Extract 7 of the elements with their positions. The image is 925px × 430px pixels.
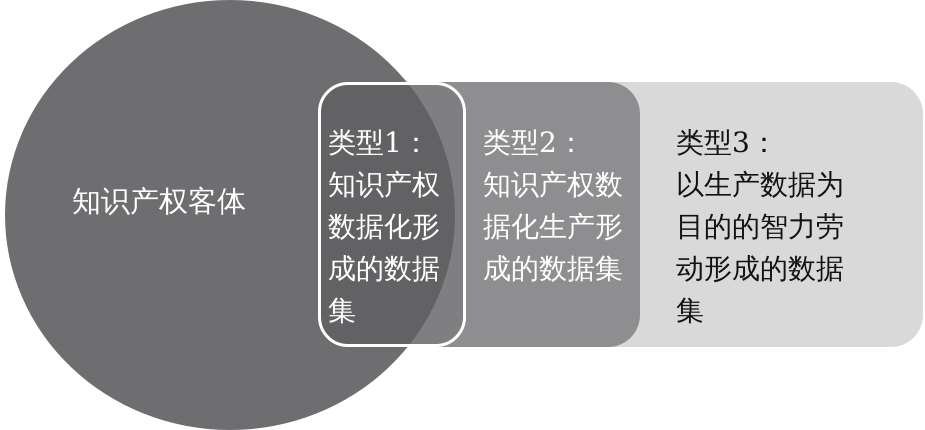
type-description: 知识产权数据化形成的数据集 bbox=[328, 167, 441, 329]
type-heading: 类型1： bbox=[328, 125, 431, 161]
type-description: 以生产数据为目的的智力劳动形成的数据集 bbox=[676, 167, 845, 329]
type-description: 知识产权数据化生产形成的数据集 bbox=[483, 167, 624, 287]
type-heading: 类型2： bbox=[483, 125, 586, 161]
type-heading: 类型3： bbox=[676, 125, 779, 161]
circle-label: 知识产权客体 bbox=[72, 183, 246, 220]
